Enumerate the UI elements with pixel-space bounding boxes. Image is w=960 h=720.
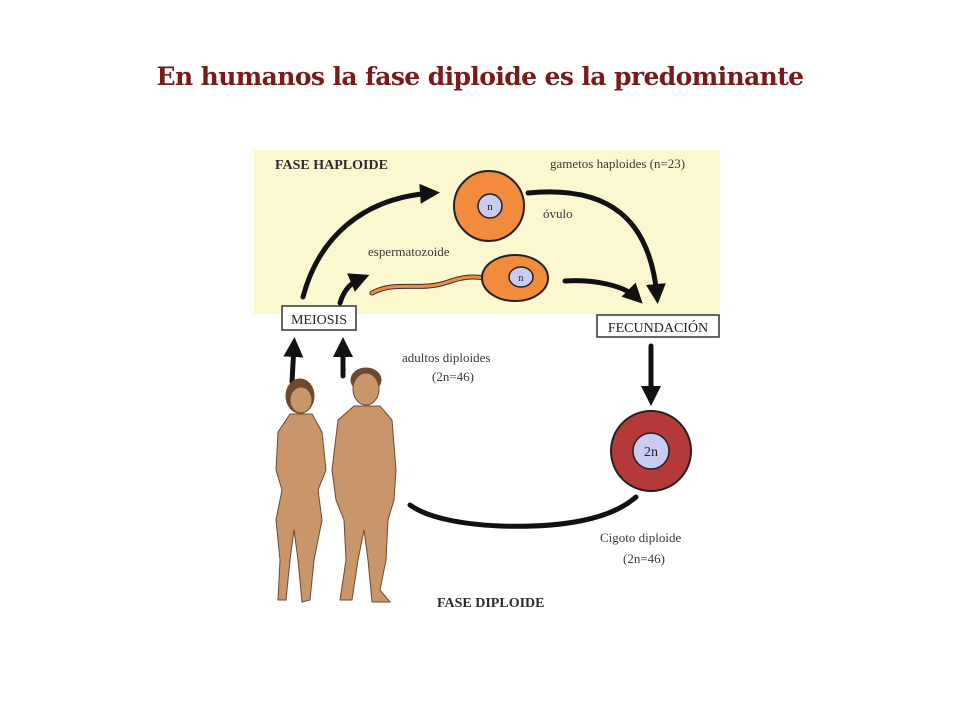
zygote-label-line2: (2n=46) — [623, 551, 665, 566]
man-figure — [331, 367, 397, 603]
diploid-phase-label: FASE DIPLOIDE — [437, 596, 544, 611]
zygote-nucleus-label: 2n — [644, 445, 658, 460]
ovule-label: óvulo — [543, 206, 573, 221]
arrow-meiosis-to-sperm — [337, 273, 370, 306]
adults-label-line1: adultos diploides — [402, 350, 490, 365]
sperm-cell: n — [369, 254, 549, 302]
arrow-ovule-to-fertilization — [525, 189, 666, 304]
arrow-sperm-to-fertilization — [562, 278, 643, 304]
zygote-label-line1: Cigoto diploide — [600, 530, 681, 545]
sperm-label: espermatozoide — [368, 244, 450, 259]
arrow-adults-to-meiosis-1 — [283, 337, 304, 385]
fertilization-box: FECUNDACIÓN — [596, 314, 720, 338]
ovule-cell: n — [453, 170, 525, 242]
woman-figure — [275, 378, 327, 603]
haploid-phase-label: FASE HAPLOIDE — [275, 158, 388, 173]
sperm-nucleus-label: n — [519, 273, 524, 284]
adults-label-line2: (2n=46) — [432, 369, 474, 384]
meiosis-label: MEIOSIS — [291, 313, 347, 328]
slide-title: En humanos la fase diploide es la predom… — [156, 62, 805, 91]
ovule-nucleus-label: n — [487, 201, 493, 213]
arrow-meiosis-to-ovule — [300, 183, 440, 300]
meiosis-box: MEIOSIS — [281, 305, 357, 331]
cycle-arrows — [283, 183, 666, 529]
gametes-label: gametos haploides (n=23) — [550, 156, 685, 171]
arrow-zygote-to-adults — [407, 494, 639, 529]
zygote-cell: 2n — [610, 410, 692, 492]
fertilization-label: FECUNDACIÓN — [608, 319, 708, 336]
